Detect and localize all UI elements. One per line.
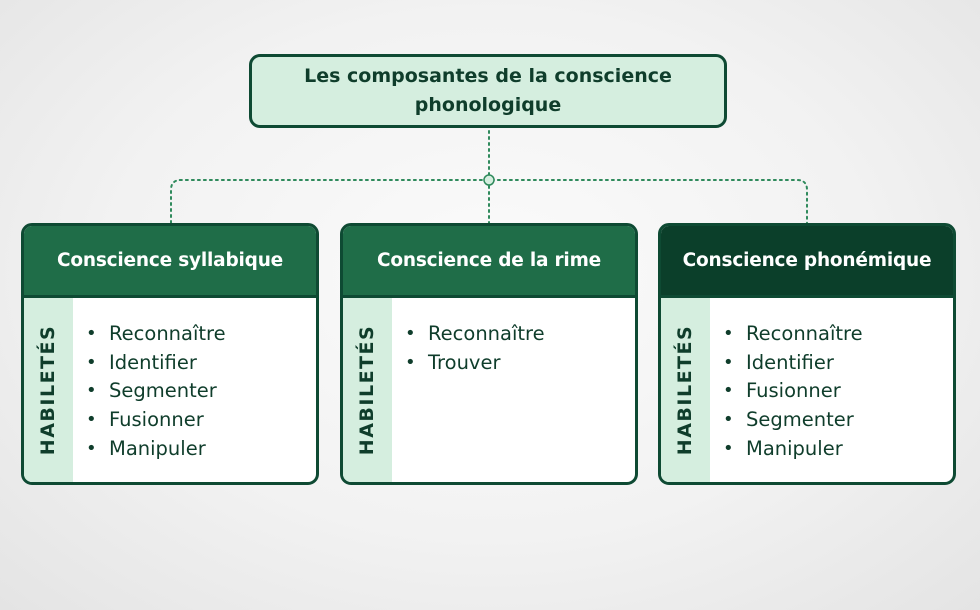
skill-item: • Segmenter bbox=[723, 406, 863, 435]
bullet-icon: • bbox=[723, 323, 734, 344]
skill-item: • Reconnaître bbox=[86, 320, 226, 349]
skill-label: Segmenter bbox=[746, 408, 854, 432]
side-label: HABILETÉS bbox=[356, 324, 378, 456]
bullet-icon: • bbox=[723, 351, 734, 373]
bullet-icon: • bbox=[86, 323, 97, 344]
skills-list: • Reconnaître • Identifier • Fusionner • Segmen… bbox=[723, 320, 863, 464]
skills-list: • Reconnaître • Trouver bbox=[405, 320, 545, 377]
card-body: HABILETÉS • Reconnaître • Trouver bbox=[343, 298, 635, 482]
bullet-icon: • bbox=[405, 323, 416, 344]
branch-connector bbox=[170, 179, 808, 224]
title-line-1: Les composantes de la conscience bbox=[304, 65, 672, 87]
side-band: HABILETÉS bbox=[24, 298, 73, 482]
bullet-icon: • bbox=[723, 380, 734, 402]
diagram-title-box: Les composantes de la conscience phonolo… bbox=[249, 54, 727, 128]
skill-item: • Segmenter bbox=[86, 377, 226, 406]
skill-item: • Identifier bbox=[723, 349, 863, 378]
skill-label: Reconnaître bbox=[746, 322, 863, 345]
skill-item: • Manipuler bbox=[86, 435, 226, 464]
skill-label: Manipuler bbox=[109, 436, 206, 460]
skill-label: Identifier bbox=[109, 350, 197, 374]
skill-item: • Fusionner bbox=[723, 377, 863, 406]
side-label: HABILETÉS bbox=[37, 324, 59, 456]
side-label: HABILETÉS bbox=[674, 324, 696, 456]
card-title: Conscience phonémique bbox=[661, 226, 953, 298]
diagram-title: Les composantes de la conscience phonolo… bbox=[304, 62, 672, 120]
side-band: HABILETÉS bbox=[343, 298, 392, 482]
bullet-icon: • bbox=[86, 409, 97, 431]
bullet-icon: • bbox=[723, 409, 734, 431]
skill-item: • Trouver bbox=[405, 349, 545, 378]
bullet-icon: • bbox=[86, 437, 97, 459]
skill-item: • Reconnaître bbox=[405, 320, 545, 349]
bullet-icon: • bbox=[86, 380, 97, 402]
skill-item: • Fusionner bbox=[86, 406, 226, 435]
skill-label: Reconnaître bbox=[109, 322, 226, 345]
bullet-icon: • bbox=[723, 437, 734, 459]
skill-item: • Identifier bbox=[86, 349, 226, 378]
skill-item: • Manipuler bbox=[723, 435, 863, 464]
side-band: HABILETÉS bbox=[661, 298, 710, 482]
skill-label: Reconnaître bbox=[428, 322, 545, 345]
bullet-icon: • bbox=[86, 351, 97, 373]
skill-label: Trouver bbox=[428, 350, 501, 374]
bullet-icon: • bbox=[405, 351, 416, 373]
card-body: HABILETÉS • Reconnaître • Identifier • Segment… bbox=[24, 298, 316, 482]
skill-label: Fusionner bbox=[746, 379, 841, 403]
skills-list: • Reconnaître • Identifier • Segmenter • Fusion… bbox=[86, 320, 226, 464]
skill-label: Manipuler bbox=[746, 436, 843, 460]
skill-label: Identifier bbox=[746, 350, 834, 374]
card-title: Conscience de la rime bbox=[343, 226, 635, 298]
skill-item: • Reconnaître bbox=[723, 320, 863, 349]
skill-label: Fusionner bbox=[109, 408, 204, 432]
skill-label: Segmenter bbox=[109, 379, 217, 403]
title-line-2: phonologique bbox=[414, 94, 562, 116]
card-body: HABILETÉS • Reconnaître • Identifier • Fusionn… bbox=[661, 298, 953, 482]
card-title: Conscience syllabique bbox=[24, 226, 316, 298]
junction-dot bbox=[483, 174, 495, 186]
